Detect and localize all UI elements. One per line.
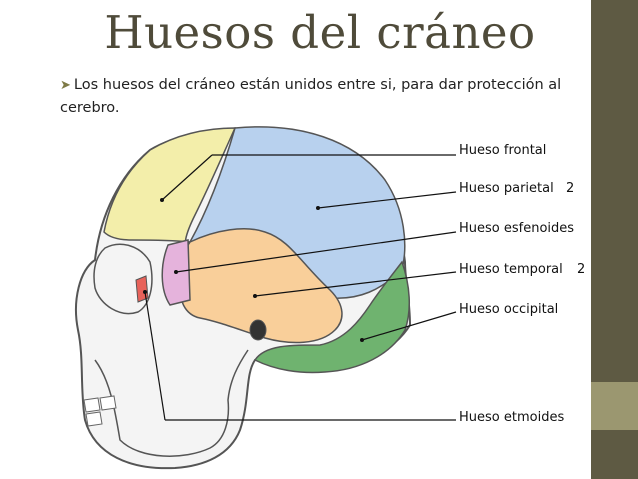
leader-line-parietal [317,191,457,209]
leader-line-frontal [161,154,213,201]
leader-line-temporal [254,271,457,297]
label-sphenoid: Hueso esfenoides [459,221,575,236]
leader-line-sphenoid [175,231,457,273]
sidebar-accent [591,382,638,430]
label-occipital: Hueso occipital [459,302,559,317]
leader-line-occipital [361,311,457,341]
count-temporal: 2 [577,262,586,277]
occipital-bone [253,260,411,374]
ear-canal [249,319,267,341]
count-parietal: 2 [566,181,575,196]
arrow-bullet-icon: ➤ [60,78,71,93]
eye-socket [93,243,153,315]
mandible [94,349,249,457]
leader-line-ethmoid-a [144,291,166,421]
label-parietal: Hueso parietal [459,181,554,196]
label-frontal: Hueso frontal [459,143,547,158]
slide-title: Huesos del cráneo [104,6,536,59]
sidebar-bar [591,0,638,479]
label-ethmoid: Hueso etmoides [459,410,565,425]
teeth [83,395,117,427]
label-temporal: Hueso temporal [459,262,563,277]
bullet-text: Los huesos del cráneo están unidos entre… [60,77,562,116]
bullet-item: ➤Los huesos del cráneo están unidos entr… [60,74,585,119]
